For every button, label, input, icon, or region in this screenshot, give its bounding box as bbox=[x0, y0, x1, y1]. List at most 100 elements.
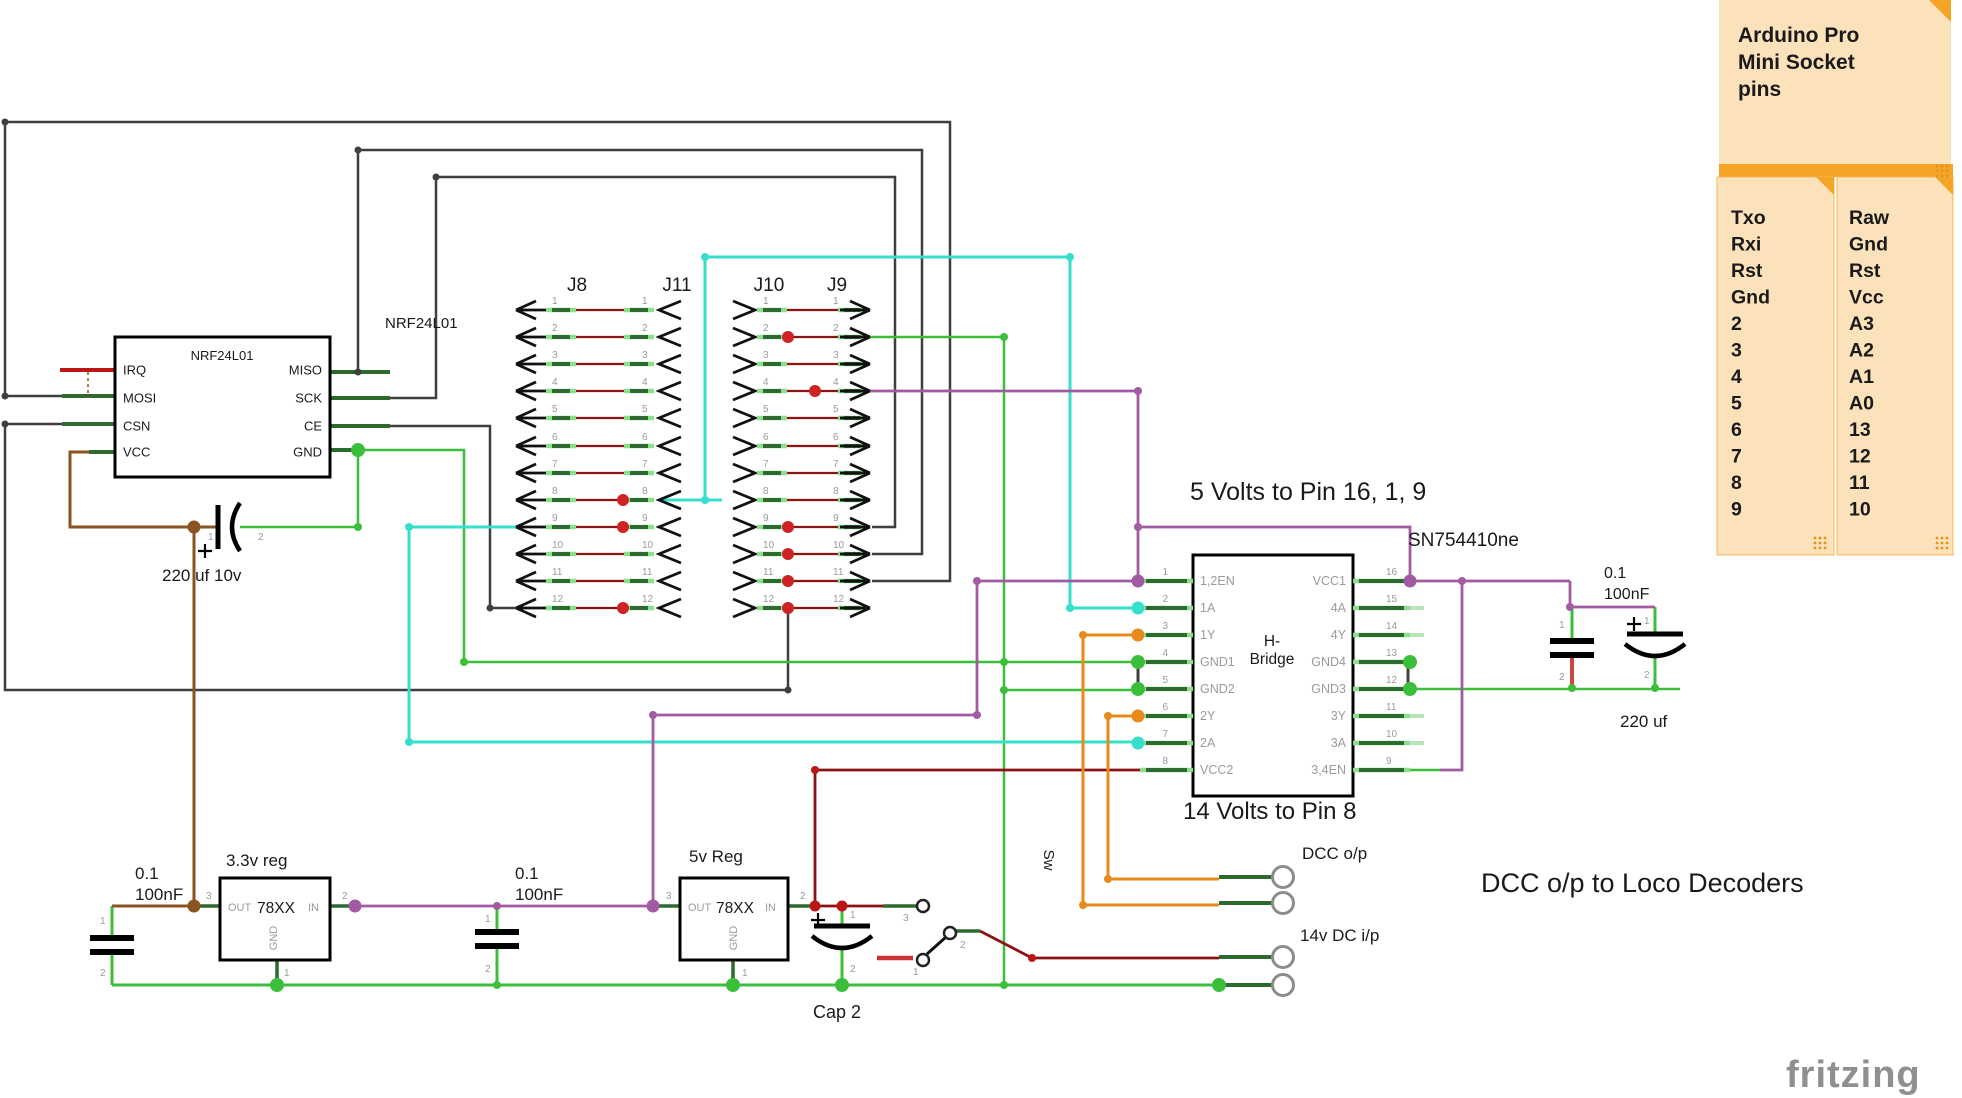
junction-dot bbox=[1079, 631, 1087, 639]
plus-sign bbox=[1627, 617, 1641, 631]
wire-mosi-to-j9-11[interactable] bbox=[3, 120, 952, 583]
note-left-pin: 7 bbox=[1731, 446, 1742, 468]
connection-dot bbox=[782, 548, 794, 560]
wire-2y-to-dcc[interactable] bbox=[1106, 714, 1219, 881]
capacitor-220uf-10v[interactable]: 220 uf 10v 1 2 bbox=[162, 501, 264, 585]
j8-arrow-icon bbox=[515, 380, 546, 402]
reg5-body[interactable] bbox=[678, 876, 790, 962]
note-right-body[interactable] bbox=[1836, 176, 1954, 556]
dc-input-terminal-2[interactable] bbox=[1271, 973, 1295, 997]
switch-pin1-terminal[interactable] bbox=[915, 952, 931, 968]
wire-cap220-gnd[interactable] bbox=[240, 450, 360, 529]
hbridge-pin-number: 6 bbox=[1162, 702, 1168, 713]
wire-miso-to-j9-10[interactable] bbox=[356, 148, 924, 556]
j9-pin-number: 5 bbox=[833, 404, 839, 415]
cap-plate bbox=[1550, 638, 1594, 644]
j11-chevron-icon bbox=[655, 326, 682, 348]
nrf-pin-miso: MISO bbox=[289, 363, 322, 378]
wire-group-brown[interactable] bbox=[68, 372, 217, 908]
j10-chevron-icon bbox=[732, 462, 759, 484]
capacitor-cap2[interactable]: Cap 2 1 2 bbox=[810, 910, 874, 1022]
dcc-output-terminal-1[interactable] bbox=[1271, 865, 1295, 889]
switch-lever[interactable] bbox=[925, 935, 948, 956]
j8-arrow-icon bbox=[515, 299, 546, 321]
hbridge-pin-number: 16 bbox=[1386, 567, 1398, 578]
nrf-chip-label: NRF24L01 bbox=[191, 348, 254, 363]
hbridge-name-line2: Bridge bbox=[1250, 651, 1295, 668]
wire-gnd-bus[interactable] bbox=[330, 448, 1140, 664]
note-header-bar[interactable] bbox=[1719, 164, 1953, 177]
wire-ce-to-j8-12[interactable] bbox=[390, 424, 516, 610]
j8-pin-number: 2 bbox=[552, 323, 558, 334]
hbridge-pin-number: 8 bbox=[1162, 756, 1168, 767]
j8-pin-number: 10 bbox=[552, 540, 564, 551]
wire-group-orange[interactable] bbox=[1081, 633, 1219, 907]
grip-dot-icon bbox=[1935, 164, 1939, 168]
reg33-body[interactable] bbox=[218, 876, 332, 962]
note-left-pin: 8 bbox=[1731, 472, 1742, 494]
output-terminals[interactable] bbox=[1271, 865, 1295, 997]
wire-j8-9-to-2a[interactable] bbox=[407, 525, 1140, 744]
nrf24l01-module[interactable]: NRF24L01 NRF24L01 IRQMOSICSNVCCMISOSCKCE… bbox=[113, 315, 458, 479]
regulator-5v[interactable]: 5v Reg OUT 78XX IN GND 3 2 1 bbox=[666, 847, 806, 979]
capacitor-100nf-mid[interactable]: 0.1 100nF 1 2 bbox=[475, 864, 563, 975]
hbridge-module[interactable]: H- Bridge SN754410ne 1,2EN11A21Y3GND14GN… bbox=[1140, 530, 1519, 798]
grip-dot-icon bbox=[1940, 164, 1944, 168]
dc-input-terminal-1[interactable] bbox=[1271, 945, 1295, 969]
capacitor-100nf-right[interactable]: 0.1 100nF 1 2 bbox=[1550, 565, 1650, 683]
hbridge-pin-vcc1: VCC1 bbox=[1313, 574, 1346, 588]
j8-arrow-icon bbox=[515, 489, 546, 511]
wire-vcc-brown[interactable] bbox=[68, 450, 217, 908]
junction-dot bbox=[1, 118, 9, 126]
nrf-pin-sck: SCK bbox=[295, 391, 322, 406]
grip-dot-icon bbox=[1940, 174, 1944, 178]
grip-dot-icon bbox=[1940, 546, 1944, 550]
j9-arrow-icon bbox=[840, 380, 871, 402]
note-left-body[interactable] bbox=[1716, 176, 1835, 556]
cap-plate bbox=[1550, 652, 1594, 658]
nrf-body[interactable] bbox=[113, 335, 332, 479]
j9-arrow-icon bbox=[840, 435, 871, 457]
capacitor-100nf-left[interactable]: 0.1 100nF 1 2 bbox=[90, 864, 183, 979]
sticky-note-title[interactable]: Arduino Pro Mini Socket pins bbox=[1719, 0, 1951, 164]
junction-dot bbox=[835, 978, 849, 992]
j11-pin-number: 8 bbox=[642, 486, 648, 497]
regulator-3v3[interactable]: 3.3v reg OUT 78XX IN GND 3 2 1 bbox=[206, 851, 348, 979]
note-drag-grip-icon[interactable] bbox=[1813, 164, 1949, 550]
wire-j11-8-to-1a[interactable] bbox=[660, 255, 1140, 610]
wire-sck-to-j9-9[interactable] bbox=[390, 175, 897, 529]
switch-pin2-terminal[interactable] bbox=[942, 925, 958, 941]
switch-pin3-terminal[interactable] bbox=[915, 898, 931, 914]
note-title-body[interactable] bbox=[1719, 0, 1951, 164]
hbridge-pin-3y: 3Y bbox=[1331, 709, 1347, 723]
switch-pin1-num: 1 bbox=[913, 967, 919, 978]
junction-dot bbox=[1104, 875, 1112, 883]
dcc-output-terminal-2[interactable] bbox=[1271, 891, 1295, 915]
cap220r-pin1: 1 bbox=[1644, 616, 1650, 627]
hbridge-body[interactable] bbox=[1191, 553, 1355, 798]
switch-sw[interactable]: Sw 3 2 1 bbox=[903, 850, 1057, 978]
wire-switch-to-dc-in[interactable] bbox=[979, 929, 1219, 960]
grip-dot-icon bbox=[1823, 536, 1827, 540]
junction-dots bbox=[1, 118, 1659, 992]
note-left-pin: Gnd bbox=[1731, 287, 1770, 309]
capacitor-220uf-right[interactable]: 220 uf 1 2 bbox=[1620, 616, 1687, 731]
j11-chevron-icon bbox=[655, 407, 682, 429]
hbridge-pin-number: 13 bbox=[1386, 648, 1398, 659]
cap220-pin1: 1 bbox=[208, 532, 214, 543]
hbridge-pin-number: 1 bbox=[1162, 567, 1168, 578]
wire-1y-to-dcc[interactable] bbox=[1081, 633, 1219, 907]
